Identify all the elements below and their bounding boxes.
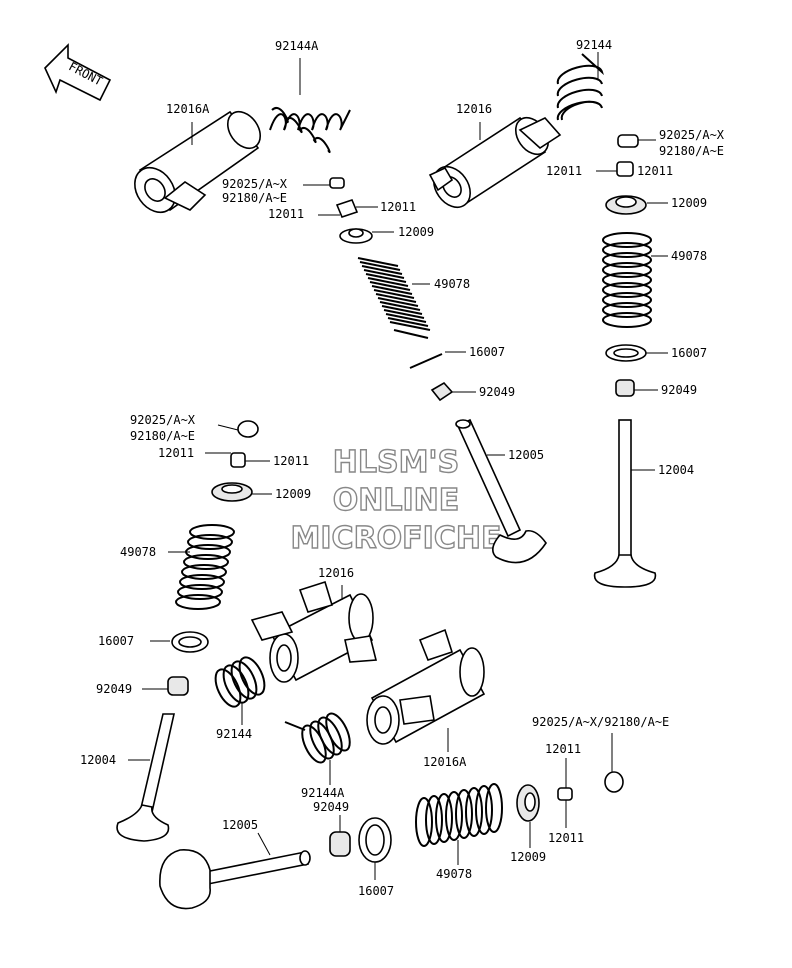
label-12011-lower-left-a: 12011: [158, 446, 194, 460]
spring-92144-upper: [556, 53, 604, 121]
valve-12004-lower: [116, 713, 175, 842]
stem-seal-92049-lower-mid: [329, 831, 351, 857]
label-12009-upper-left: 12009: [398, 225, 434, 239]
spring-92144-lower: [214, 656, 266, 708]
rocker-arm-12016-upper: [428, 116, 562, 209]
collet-12011-upper-right: [616, 161, 634, 177]
label-92049-lower-mid: 92049: [313, 800, 349, 814]
label-12016-lower: 12016: [318, 566, 354, 580]
rocker-arm-12016-lower: [250, 580, 378, 683]
valve-12005-upper: [455, 418, 547, 564]
cotter-92025-upper-left: [329, 177, 345, 189]
seat-16007-upper-right: [605, 344, 647, 362]
retainer-12009-upper-left: [339, 228, 373, 244]
label-12011-upper-right-a: 12011: [546, 164, 582, 178]
cotter-92025-lower-right: [604, 771, 624, 793]
stem-seal-92049-upper-right: [615, 379, 635, 397]
label-12009-lower-left: 12009: [275, 487, 311, 501]
label-12011-upper-left-a: 12011: [268, 207, 304, 221]
leader-lines: [128, 52, 668, 880]
rocker-arm-12016a-upper: [134, 110, 262, 214]
label-12009-upper-right: 12009: [671, 196, 707, 210]
label-12016a-upper: 12016A: [166, 102, 210, 116]
label-92144a-upper: 92144A: [275, 39, 319, 53]
label-12009-lower-right: 12009: [510, 850, 546, 864]
stem-seal-92049-upper-left: [430, 381, 454, 402]
watermark: HLSM'S ONLINE MICROFICHE: [290, 444, 502, 556]
label-12004-upper: 12004: [658, 463, 694, 477]
label-92025-upper-right: 92025/A~X: [659, 128, 725, 142]
label-16007-lower-left: 16007: [98, 634, 134, 648]
label-92180-upper-left: 92180/A~E: [222, 191, 287, 205]
cotter-92025-lower-left: [237, 420, 259, 438]
valve-spring-49078-upper-left: [357, 257, 431, 339]
label-92180-upper-right: 92180/A~E: [659, 144, 724, 158]
label-16007-upper-left: 16007: [469, 345, 505, 359]
label-12016-upper: 12016: [456, 102, 492, 116]
watermark-line3: MICROFICHE: [291, 521, 502, 556]
label-92180-lower-left: 92180/A~E: [130, 429, 195, 443]
valve-12005-lower: [159, 849, 311, 910]
valve-spring-49078-lower-right: [415, 783, 503, 847]
label-12011-upper-right-b: 12011: [637, 164, 673, 178]
collet-12011-upper-left: [335, 199, 359, 218]
label-12011-upper-left-b: 12011: [380, 200, 416, 214]
spring-92144a-lower: [284, 712, 351, 764]
spring-92144a-upper: [269, 106, 351, 154]
label-12005-upper: 12005: [508, 448, 544, 462]
seat-16007-lower-mid: [358, 817, 392, 863]
stem-seal-92049-lower-left: [167, 676, 189, 696]
retainer-12009-upper-right: [605, 195, 647, 215]
seat-16007-upper-left: [409, 353, 443, 369]
label-12011-lower-right-b: 12011: [548, 831, 584, 845]
watermark-line1: HLSM'S: [333, 445, 459, 480]
collet-12011-lower-left: [230, 452, 246, 468]
seat-16007-lower-left: [171, 631, 209, 653]
rocker-arm-12016a-lower: [366, 628, 486, 745]
watermark-line2: ONLINE: [333, 483, 460, 518]
part-labels: 92144A 12016A 92025/A~X 92180/A~E 12011 …: [80, 38, 725, 898]
label-12011-lower-left-b: 12011: [273, 454, 309, 468]
label-12011-lower-right-a: 12011: [545, 742, 581, 756]
label-16007-lower-mid: 16007: [358, 884, 394, 898]
label-16007-upper-right: 16007: [671, 346, 707, 360]
label-92049-lower-left: 92049: [96, 682, 132, 696]
cotter-92025-upper-right: [617, 134, 639, 148]
label-12016a-lower: 12016A: [423, 755, 467, 769]
label-92144a-lower: 92144A: [301, 786, 345, 800]
label-92025-lower-left: 92025/A~X: [130, 413, 196, 427]
label-49078-lower-left: 49078: [120, 545, 156, 559]
retainer-12009-lower-left: [211, 482, 253, 502]
label-92025-upper-left: 92025/A~X: [222, 177, 288, 191]
label-92144-upper: 92144: [576, 38, 612, 52]
label-12004-lower: 12004: [80, 753, 116, 767]
front-arrow: FRONT: [44, 43, 112, 102]
collet-12011-lower-right: [557, 787, 573, 801]
label-49078-upper-right: 49078: [671, 249, 707, 263]
label-49078-lower-right: 49078: [436, 867, 472, 881]
valve-spring-49078-lower-left: [175, 524, 235, 610]
label-92049-upper-right: 92049: [661, 383, 697, 397]
label-12005-lower: 12005: [222, 818, 258, 832]
valve-spring-49078-upper-right: [602, 232, 652, 328]
retainer-12009-lower-right: [516, 784, 540, 822]
label-92025-92180-lower-right: 92025/A~X/92180/A~E: [532, 715, 669, 729]
label-92144-lower: 92144: [216, 727, 252, 741]
valve-12004-upper: [593, 419, 657, 588]
label-49078-upper-left: 49078: [434, 277, 470, 291]
label-92049-upper-left: 92049: [479, 385, 515, 399]
